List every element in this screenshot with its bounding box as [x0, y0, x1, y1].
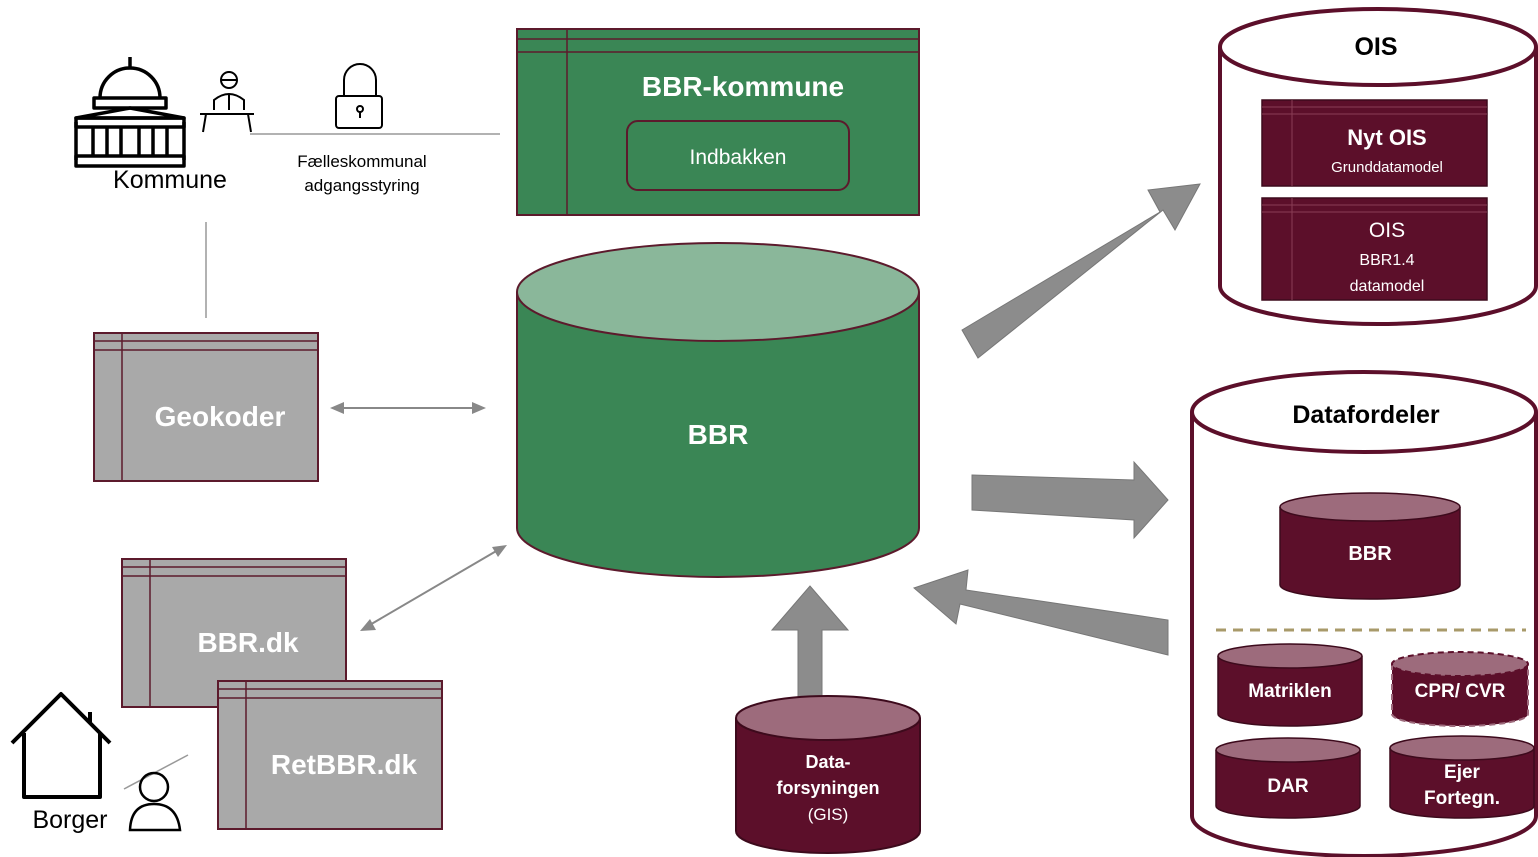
- town-hall-icon: [74, 57, 186, 168]
- bbr-dk-label: BBR.dk: [197, 627, 299, 658]
- ejer-fortegn-line2: Fortegn.: [1424, 788, 1500, 809]
- dataforsyningen-database: Data- forsyningen (GIS): [735, 695, 921, 854]
- ois-box-line3: datamodel: [1350, 278, 1425, 295]
- nyt-ois-subtitle: Grunddatamodel: [1331, 159, 1443, 176]
- person-icon: [128, 771, 182, 832]
- access-control-label-line2: adgangsstyring: [304, 176, 419, 195]
- bbr-kommune-title: BBR-kommune: [642, 71, 844, 102]
- kommune-label: Kommune: [113, 166, 227, 194]
- nyt-ois-box: Nyt OIS Grunddatamodel: [1261, 99, 1488, 187]
- ejer-fortegn-line1: Ejer: [1444, 762, 1481, 783]
- lock-icon: [335, 63, 383, 129]
- datafordeler-bbr-label: BBR: [1348, 543, 1392, 565]
- dataforsyningen-line1: Data-: [805, 752, 850, 772]
- dar-database: DAR: [1215, 737, 1361, 819]
- borger-label: Borger: [32, 806, 107, 834]
- house-icon: [10, 692, 112, 799]
- retbbr-dk-window: RetBBR.dk: [217, 680, 443, 830]
- ois-box-title: OIS: [1369, 219, 1405, 242]
- cpr-cvr-label: CPR/ CVR: [1415, 681, 1506, 702]
- double-arrow-geokoder-bbr: [330, 402, 486, 414]
- access-control-label-line1: Fælleskommunal: [297, 152, 426, 171]
- retbbr-dk-label: RetBBR.dk: [271, 749, 418, 780]
- cpr-cvr-database: CPR/ CVR: [1391, 651, 1529, 727]
- arrow-datafordeler-to-bbr: [913, 569, 1169, 656]
- inbox-label: Indbakken: [690, 146, 787, 169]
- arrow-dataforsyningen-to-bbr: [770, 585, 850, 701]
- ois-box-line2: BBR1.4: [1359, 252, 1414, 269]
- ois-title: OIS: [1354, 33, 1397, 61]
- dar-label: DAR: [1267, 776, 1308, 797]
- ois-bbr14-box: OIS BBR1.4 datamodel: [1261, 197, 1488, 301]
- geokoder-window: Geokoder: [93, 332, 319, 482]
- datafordeler-title: Datafordeler: [1292, 401, 1440, 429]
- clerk-at-desk-icon: [200, 71, 254, 133]
- inbox-button[interactable]: Indbakken: [626, 120, 850, 191]
- bbr-central-label: BBR: [688, 419, 749, 450]
- bbr-central-database: BBR: [516, 242, 920, 578]
- arrow-bbr-to-datafordeler: [971, 460, 1169, 540]
- geokoder-label: Geokoder: [155, 401, 286, 432]
- matriklen-label: Matriklen: [1248, 681, 1331, 702]
- matriklen-database: Matriklen: [1217, 643, 1363, 727]
- ejer-fortegn-database: Ejer Fortegn.: [1389, 735, 1535, 819]
- dataforsyningen-line3: (GIS): [808, 805, 849, 824]
- datafordeler-bbr-database: BBR: [1279, 492, 1461, 600]
- dataforsyningen-line2: forsyningen: [776, 778, 879, 798]
- double-arrow-bbrdk-bbr: [360, 545, 507, 631]
- nyt-ois-title: Nyt OIS: [1347, 125, 1426, 150]
- arrow-bbr-to-ois: [961, 183, 1201, 359]
